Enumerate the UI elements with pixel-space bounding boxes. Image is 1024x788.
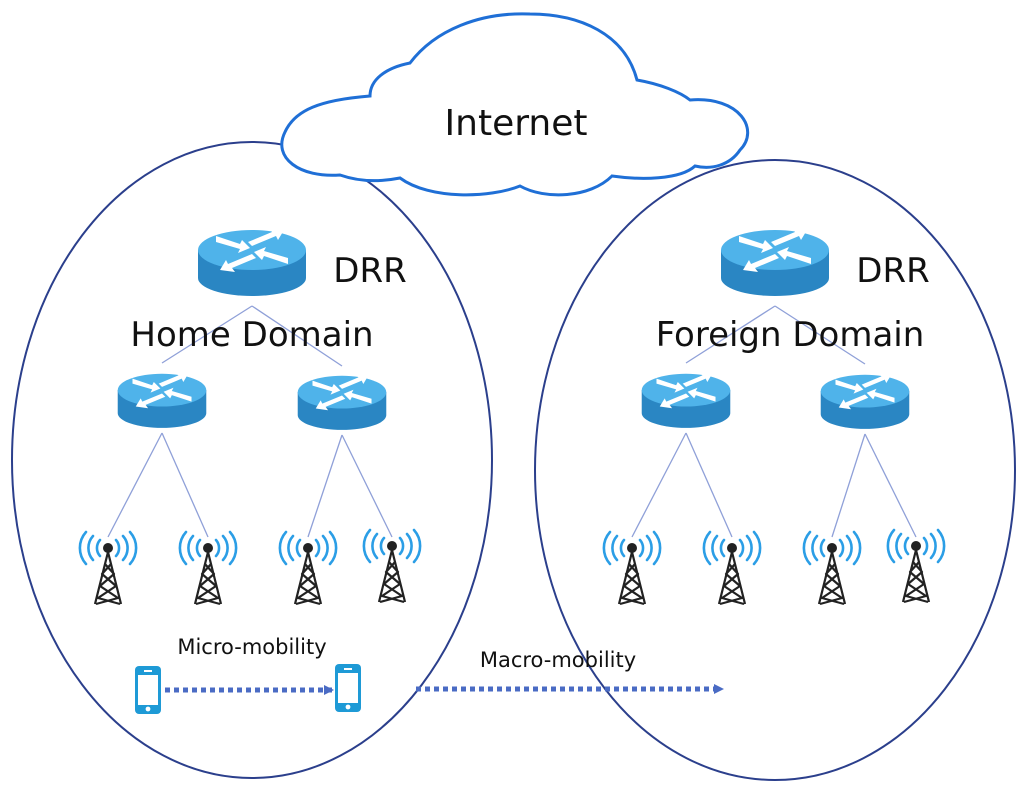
foreign-router-1-icon: [641, 372, 731, 428]
internet-label: Internet: [445, 103, 588, 144]
foreign-links: [631, 305, 917, 538]
cell-tower-icon: [178, 530, 238, 606]
cell-tower-icon: [602, 530, 662, 606]
internet-cloud: Internet: [280, 12, 750, 197]
micro-mobility-label: Micro-mobility: [177, 635, 326, 659]
macro-mobility-label: Macro-mobility: [480, 648, 636, 672]
home-drr-router-icon: [198, 228, 306, 296]
cell-tower-icon: [362, 528, 422, 604]
cell-tower-icon: [278, 530, 338, 606]
home-router-1-icon: [117, 372, 207, 428]
home-domain-label: Home Domain: [130, 315, 373, 355]
cell-tower-icon: [78, 530, 138, 606]
home-links: [107, 305, 393, 538]
home-router-2-icon: [297, 374, 387, 430]
home-domain-boundary: [11, 141, 493, 779]
home-drr-label: DRR: [333, 251, 406, 291]
foreign-domain-boundary: [534, 159, 1016, 781]
cell-tower-icon: [702, 530, 762, 606]
foreign-drr-router-icon: [721, 228, 829, 296]
foreign-drr-label: DRR: [856, 251, 929, 291]
cell-tower-icon: [886, 528, 946, 604]
mobile-phone-icon: [135, 666, 161, 714]
foreign-domain-label: Foreign Domain: [656, 315, 925, 355]
mobile-phone-icon: [335, 664, 361, 712]
cell-tower-icon: [802, 530, 862, 606]
foreign-router-2-icon: [820, 373, 910, 429]
